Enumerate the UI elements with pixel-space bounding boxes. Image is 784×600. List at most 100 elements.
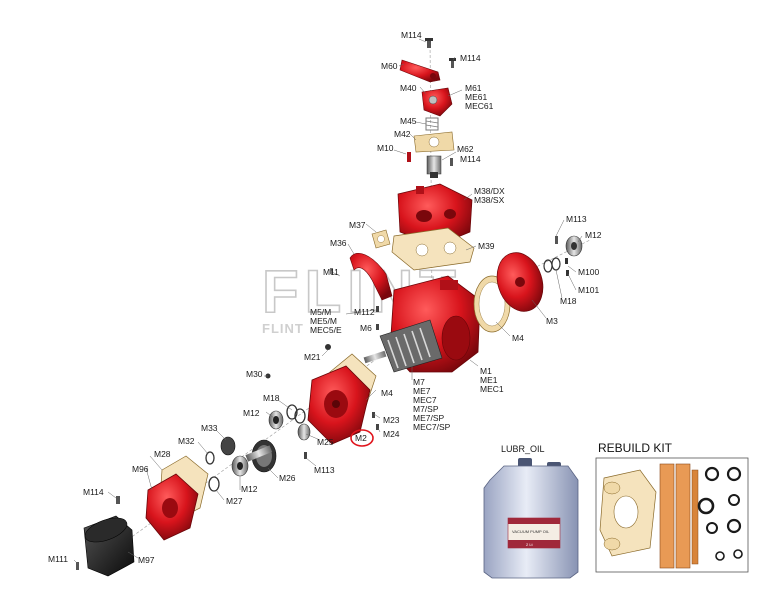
part-cover-m3 — [496, 252, 544, 312]
part-bearing-m12-bottom — [231, 455, 249, 477]
callout-m100: M100 — [578, 267, 600, 277]
callout-m36: M36 — [330, 238, 347, 248]
callout-m111: M111 — [48, 554, 68, 564]
callout-mec7: MEC7 — [413, 395, 437, 405]
callout-m12-right: M12 — [585, 230, 602, 240]
callout-m37: M37 — [349, 220, 366, 230]
callout-mec1: MEC1 — [480, 384, 504, 394]
leader-lines — [73, 38, 583, 565]
callout-m40: M40 — [400, 83, 417, 93]
oil-bottle: VACUUM PUMP OIL 2 Lt — [483, 458, 579, 579]
callout-m2: M2 — [355, 433, 367, 443]
part-ring-m27 — [208, 476, 220, 492]
part-pin-m10 — [407, 152, 411, 162]
callout-m39: M39 — [478, 241, 495, 251]
callout-m45: M45 — [400, 116, 417, 126]
part-screw-m113-left — [304, 452, 307, 459]
callout-me7: ME7 — [413, 386, 431, 396]
part-bearing-m25 — [297, 423, 311, 441]
callout-m97: M97 — [138, 555, 155, 565]
callout-m61: M61 — [465, 83, 482, 93]
callout-me61: ME61 — [465, 92, 487, 102]
callout-m5-m: M5/M — [310, 307, 331, 317]
part-lever-m61 — [421, 87, 453, 117]
callout-me1: ME1 — [480, 375, 498, 385]
lubricant-title: LUBR_OIL — [501, 444, 545, 454]
part-screw-m114-mid — [450, 158, 453, 166]
part-gasket-m39 — [391, 227, 475, 271]
watermark-brand-small: FLINT — [262, 321, 304, 336]
callout-m113-left: M113 — [314, 465, 335, 475]
callout-m60: M60 — [381, 61, 398, 71]
part-cover-m2 — [307, 365, 371, 445]
callout-m112: M112 — [354, 307, 375, 317]
callout-m6: M6 — [360, 323, 372, 333]
part-spring-m45 — [425, 117, 439, 131]
callout-m18-left: M18 — [263, 393, 280, 403]
part-screw-m21 — [325, 344, 331, 350]
part-screw-m114-right — [449, 58, 456, 68]
part-bearing-m12-right — [565, 235, 583, 257]
callout-labels: M114 M60 M114 M40 M61 ME61 MEC61 M45 M42… — [48, 30, 602, 565]
callout-m38-sx: M38/SX — [474, 195, 505, 205]
part-bearing-m33 — [220, 436, 236, 456]
callout-m10: M10 — [377, 143, 394, 153]
callout-m26: M26 — [279, 473, 296, 483]
callout-m7: M7 — [413, 377, 425, 387]
callout-m114-bottom: M114 — [83, 487, 104, 497]
part-screw-m114-bottom — [116, 496, 120, 504]
lubricant-section: LUBR_OIL VACUUM PUMP OIL 2 Lt — [483, 444, 579, 579]
part-screw-m11 — [330, 268, 333, 274]
callout-m12-bottom: M12 — [241, 484, 258, 494]
callout-me5-m: ME5/M — [310, 316, 337, 326]
bottle-volume: 2 Lt — [526, 542, 534, 547]
part-gasket-m37 — [371, 229, 391, 249]
rebuild-kit-section: REBUILD KIT — [595, 441, 749, 573]
part-screw-m112 — [376, 306, 379, 312]
callout-m33: M33 — [201, 423, 218, 433]
part-valve-m62 — [426, 155, 442, 178]
part-bearing-m12-left — [268, 410, 284, 430]
part-mount-m97 — [83, 515, 135, 577]
kit-gaskets — [599, 469, 657, 557]
callout-mec5-e: MEC5/E — [310, 325, 342, 335]
part-screws-m100-m101 — [565, 258, 569, 276]
callout-m38-dx: M38/DX — [474, 186, 505, 196]
callout-m42: M42 — [394, 129, 411, 139]
callout-m27: M27 — [226, 496, 243, 506]
callout-m114-mid: M114 — [460, 154, 481, 164]
callout-m25: M25 — [317, 437, 334, 447]
callout-m1: M1 — [480, 366, 492, 376]
kit-vanes — [659, 463, 699, 569]
part-cover-m96 — [145, 473, 199, 541]
part-screw-m113-right — [555, 236, 558, 244]
callout-m21: M21 — [304, 352, 321, 362]
callout-mec7-sp: MEC7/SP — [413, 422, 451, 432]
rebuild-kit-title: REBUILD KIT — [598, 441, 673, 455]
highlight-circle-m2 — [350, 429, 374, 447]
part-screw-m114-top — [425, 38, 433, 48]
part-rings-m18-right — [543, 257, 561, 273]
kit-o-rings — [697, 466, 743, 561]
part-gasket-m42 — [413, 131, 455, 153]
part-pin-m6 — [376, 324, 379, 330]
callout-m114-top: M114 — [401, 30, 422, 40]
part-ring-m32 — [205, 451, 215, 465]
callout-m24: M24 — [383, 429, 400, 439]
callout-m96: M96 — [132, 464, 149, 474]
callout-m12-left: M12 — [243, 408, 260, 418]
callout-m113-right: M113 — [566, 214, 587, 224]
callout-m30: M30 — [246, 369, 263, 379]
callout-me7-sp: ME7/SP — [413, 413, 445, 423]
callout-m4-left: M4 — [381, 388, 393, 398]
callout-m3: M3 — [546, 316, 558, 326]
callout-m11: M11 — [323, 267, 339, 277]
part-head-m38 — [397, 183, 473, 247]
part-screw-m23-m24 — [372, 412, 379, 430]
callout-m23: M23 — [383, 415, 400, 425]
callout-m7-sp: M7/SP — [413, 404, 439, 414]
callout-mec61: MEC61 — [465, 101, 494, 111]
part-handle-m60 — [399, 59, 441, 83]
part-screw-m111 — [76, 562, 79, 570]
